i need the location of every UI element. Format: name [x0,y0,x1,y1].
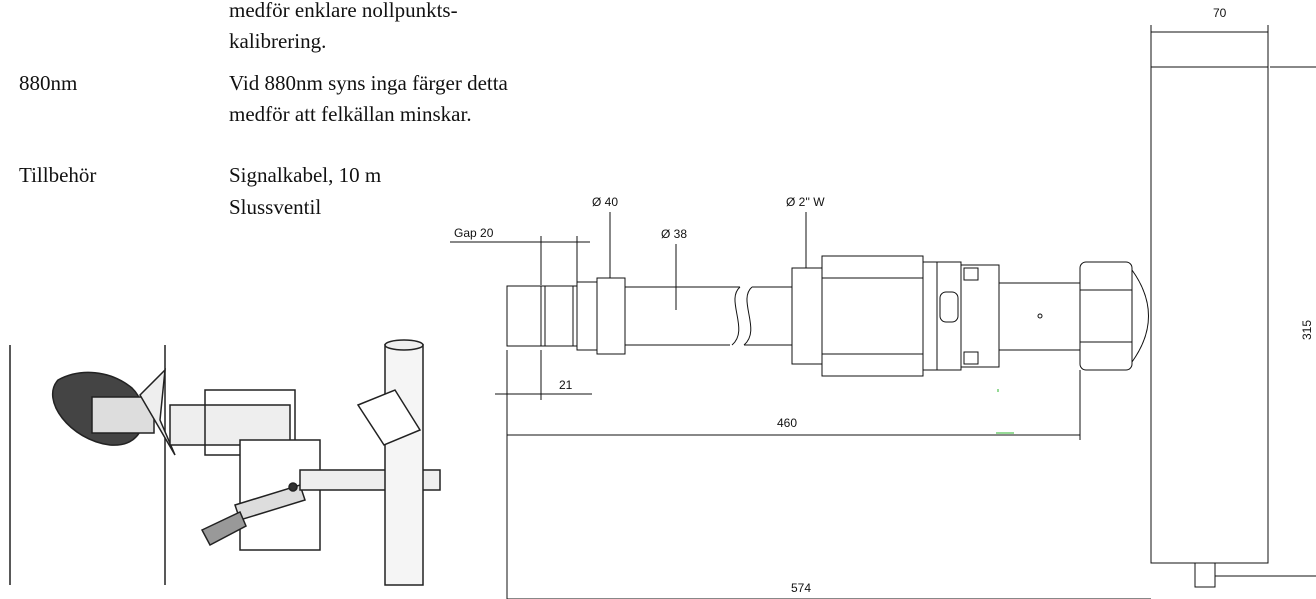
accessory-item-2: Slussventil [229,195,322,219]
text-line-2: kalibrering. [229,29,327,53]
label-880nm: 880nm [19,71,78,95]
text-line-1: medför enklare nollpunkts- [229,0,458,22]
dim-70-label: 70 [1213,6,1227,20]
dim-574-label: 574 [791,581,812,595]
accessory-item-1: Signalkabel, 10 m [229,163,382,187]
dim-21-label: 21 [559,378,573,392]
text-line-3: Vid 880nm syns inga färger detta [229,71,508,95]
gap-label: Gap 20 [454,226,494,240]
diameter-38-label: Ø 38 [661,227,688,241]
diameter-40-label: Ø 40 [592,195,619,209]
dim-460-label: 460 [777,416,798,430]
label-accessories: Tillbehör [19,163,97,187]
diameter-2w-label: Ø 2'' W [786,195,825,209]
text-line-4: medför att felkällan minskar. [229,102,472,126]
